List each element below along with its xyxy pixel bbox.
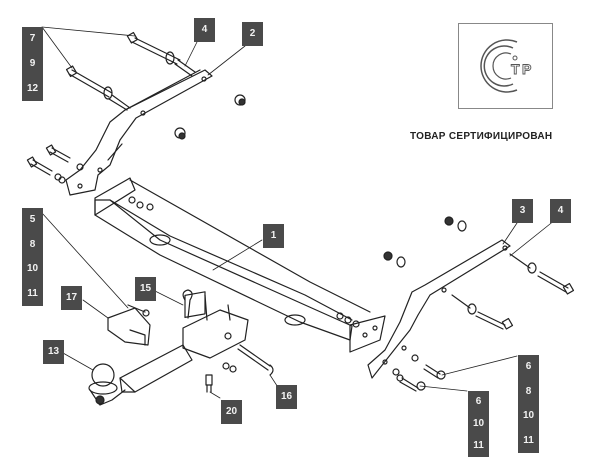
callout-number: 10 <box>522 410 535 422</box>
callout-number: 17 <box>65 292 78 303</box>
left-bracket <box>65 69 213 196</box>
callout-2: 2 <box>242 22 263 46</box>
callout-7-9-12: 7 9 12 <box>22 27 43 101</box>
cert-letter-r: P <box>522 61 531 77</box>
callout-number: 11 <box>27 287 38 299</box>
callout-number: 4 <box>557 205 564 216</box>
callout-5-8-10-11: 5 8 10 11 <box>22 208 43 306</box>
callout-6-8-10-11: 6 8 10 11 <box>518 355 539 453</box>
callout-number: 11 <box>473 440 484 451</box>
callout-13: 13 <box>43 340 64 364</box>
certification-caption: ТОВАР СЕРТИФИЦИРОВАН <box>410 131 553 142</box>
callout-16: 16 <box>276 385 297 409</box>
callout-4-top: 4 <box>194 18 215 42</box>
sst-logo-icon: T P <box>480 39 532 93</box>
callout-number: 7 <box>29 33 36 45</box>
cert-letter-t: T <box>511 61 520 77</box>
callout-number: 13 <box>47 346 60 357</box>
callout-6-10-11: 6 10 11 <box>468 391 489 457</box>
nuts-right <box>383 216 467 268</box>
main-beam <box>94 177 386 353</box>
socket-plate <box>107 304 151 346</box>
callout-number: 1 <box>270 230 277 241</box>
callout-number: 9 <box>29 57 36 69</box>
callout-number: 16 <box>280 391 293 402</box>
callout-number: 4 <box>201 24 208 35</box>
callout-17: 17 <box>61 286 82 310</box>
callout-number: 6 <box>475 396 482 407</box>
small-bolt <box>205 362 237 393</box>
ball-mount <box>88 344 193 406</box>
callout-number: 6 <box>525 361 532 373</box>
callout-number: 11 <box>523 434 534 446</box>
leader-lines <box>41 26 556 399</box>
callout-number: 10 <box>472 418 485 429</box>
left-side-bolts <box>26 144 84 184</box>
callout-number: 10 <box>26 263 39 275</box>
callout-number: 2 <box>249 28 256 39</box>
callout-number: 8 <box>29 238 36 250</box>
right-bolts <box>451 253 575 330</box>
right-bracket <box>367 239 511 379</box>
callout-15: 15 <box>135 277 156 301</box>
callout-number: 12 <box>26 82 39 94</box>
callout-1: 1 <box>263 224 284 248</box>
callout-3: 3 <box>512 199 533 223</box>
callout-20: 20 <box>221 400 242 424</box>
certification-mark: T P <box>458 23 553 109</box>
callout-number: 8 <box>525 385 532 397</box>
right-lower-bolts <box>392 354 446 392</box>
hitch-pin <box>237 344 274 376</box>
callout-number: 5 <box>29 214 36 226</box>
receiver <box>182 291 249 359</box>
top-bolts <box>65 31 196 111</box>
nuts-top <box>174 94 246 140</box>
callout-number: 15 <box>139 283 152 294</box>
clip-pin <box>182 289 193 319</box>
callout-4-right: 4 <box>550 199 571 223</box>
callout-number: 3 <box>519 205 526 216</box>
callout-number: 20 <box>225 406 238 417</box>
